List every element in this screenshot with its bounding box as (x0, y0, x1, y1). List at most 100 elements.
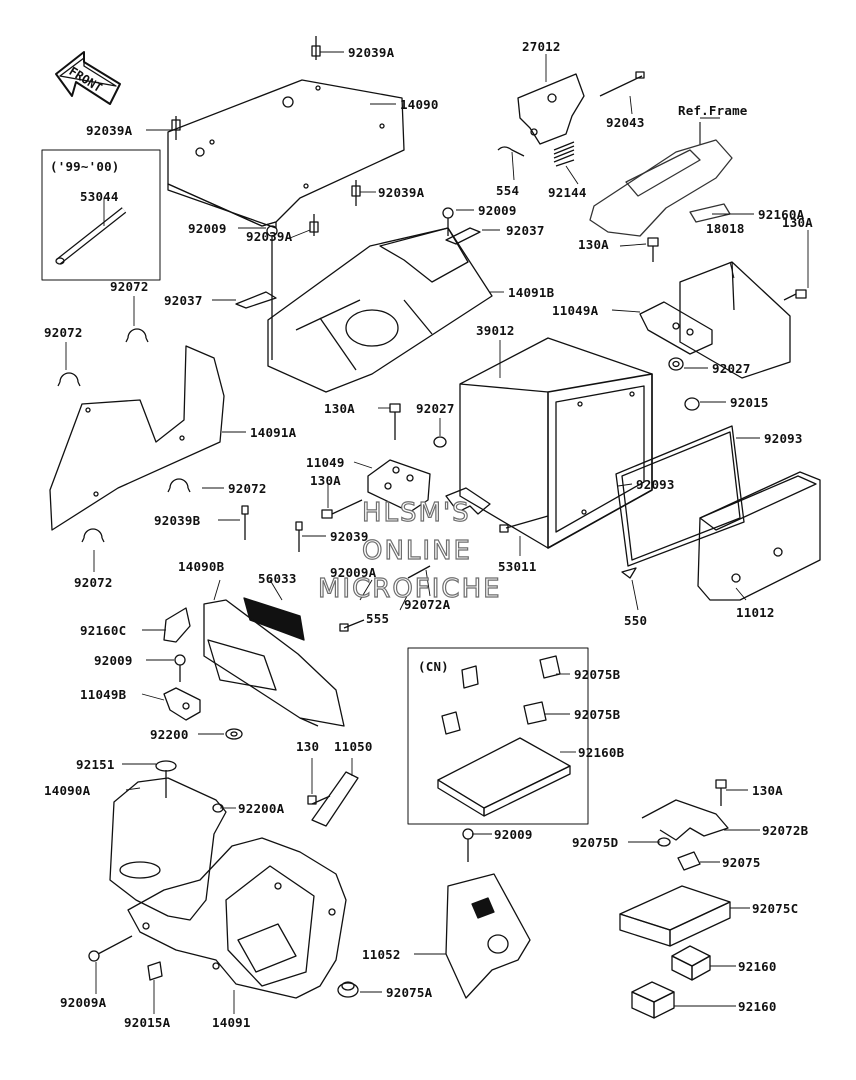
bracket-11049A (639, 301, 713, 355)
variant-box-label: ('99~'00) (50, 159, 120, 174)
part-92039A-low: 92039A (246, 229, 293, 244)
screw-92009-d (462, 828, 474, 862)
part-14091: 14091 (212, 1015, 251, 1030)
part-92039B: 92039B (154, 513, 201, 528)
watermark-line-3: MICROFICHE (317, 573, 502, 604)
part-11052: 11052 (362, 947, 401, 962)
clip-92015A (147, 961, 163, 981)
fender-14090B (203, 599, 345, 727)
reference-frame (589, 122, 733, 237)
block-92160-b (631, 981, 675, 1019)
block-92160-a (671, 945, 711, 981)
cn-box (407, 647, 589, 825)
part-92009-c: 92009 (94, 653, 133, 668)
part-11012: 11012 (736, 605, 775, 620)
rod-53044 (55, 207, 127, 265)
part-92009A-a: 92009A (330, 565, 377, 580)
bracket-11052 (445, 873, 531, 999)
part-92075A: 92075A (386, 985, 433, 1000)
pad-92075C (619, 885, 731, 947)
bolt-130A-c (389, 403, 401, 440)
part-14090: 14090 (400, 97, 439, 112)
part-92072-b: 92072 (44, 325, 83, 340)
part-92009-d: 92009 (494, 827, 533, 842)
part-18018: 18018 (706, 221, 745, 236)
pad-92075B-b (523, 701, 547, 725)
part-92200A: 92200A (238, 801, 285, 816)
part-92093-b: 92093 (636, 477, 675, 492)
screw-92009-c (174, 654, 186, 682)
watermark-line-1: HLSM'S (361, 497, 471, 528)
plate-92037-b (235, 291, 277, 309)
toolbox-39012 (459, 337, 653, 549)
part-11049: 11049 (306, 455, 345, 470)
cn-box-label: (CN) (418, 659, 449, 674)
part-92072-d: 92072 (74, 575, 113, 590)
part-92160-a: 92160 (738, 959, 777, 974)
bolt-92039A-low (309, 214, 319, 236)
bracket-11049B (163, 687, 201, 721)
front-arrow-icon (55, 51, 121, 105)
part-92075: 92075 (722, 855, 761, 870)
bolt-130A-a (647, 237, 659, 262)
clip-92072-d (81, 528, 105, 543)
clip-550 (621, 567, 637, 579)
gasket-92093 (615, 425, 745, 567)
part-130A-a: 130A (782, 215, 813, 230)
part-11050: 11050 (334, 739, 373, 754)
part-14090B: 14090B (178, 559, 225, 574)
part-92015: 92015 (730, 395, 769, 410)
part-92027-b: 92027 (416, 401, 455, 416)
part-130A-c: 130A (324, 401, 355, 416)
bolt-92039B (241, 505, 249, 540)
part-92093-a: 92093 (764, 431, 803, 446)
part-92009A-b: 92009A (60, 995, 107, 1010)
part-92072-c: 92072 (228, 481, 267, 496)
decal-56033 (243, 597, 305, 641)
screw-92009A-a (339, 619, 365, 632)
part-53044: 53044 (80, 189, 119, 204)
part-92037-a: 92037 (506, 223, 545, 238)
part-92037-b: 92037 (164, 293, 203, 308)
bolt-92009A-b (88, 935, 133, 962)
part-92043: 92043 (606, 115, 645, 130)
mat-14091B (267, 227, 493, 393)
pin-555 (407, 565, 431, 579)
part-92039A-mid: 92039A (378, 185, 425, 200)
knob-92151 (155, 760, 177, 798)
bolt-92039A-left (171, 116, 181, 140)
part-11049A: 11049A (552, 303, 599, 318)
part-92160B: 92160B (578, 745, 625, 760)
watermark-line-2: ONLINE (361, 535, 472, 566)
part-92160C: 92160C (80, 623, 127, 638)
part-92075B-a: 92075B (574, 667, 621, 682)
pad-92075B-a (539, 655, 561, 679)
pin-554 (497, 146, 525, 157)
variant-box (41, 149, 161, 281)
bracket-11049 (367, 459, 431, 513)
pad-cn-3 (441, 711, 461, 735)
part-92075C: 92075C (752, 901, 799, 916)
part-92009-b: 92009 (188, 221, 227, 236)
panel-14090 (167, 79, 405, 229)
bolt-92039A-top (311, 36, 321, 60)
part-14090A: 14090A (44, 783, 91, 798)
part-92009-a: 92009 (478, 203, 517, 218)
clip-92072-b (57, 372, 81, 387)
plate-92037-a (445, 227, 481, 245)
part-130A-d: 130A (310, 473, 341, 488)
part-92072B: 92072B (762, 823, 809, 838)
leader-lines (65, 51, 809, 1014)
lid-11012 (697, 471, 821, 601)
part-92027-a: 92027 (712, 361, 751, 376)
part-130A-b: 130A (578, 237, 609, 252)
washer-92200 (225, 728, 243, 740)
screw-92009-a (442, 207, 454, 236)
part-555: 555 (366, 611, 390, 626)
bolt-130 (307, 795, 331, 805)
screw-92009-b (266, 225, 278, 360)
part-92072A: 92072A (404, 597, 451, 612)
bolt-130A-d (321, 499, 363, 519)
part-27012: 27012 (522, 39, 561, 54)
bracket-27012 (517, 73, 585, 145)
